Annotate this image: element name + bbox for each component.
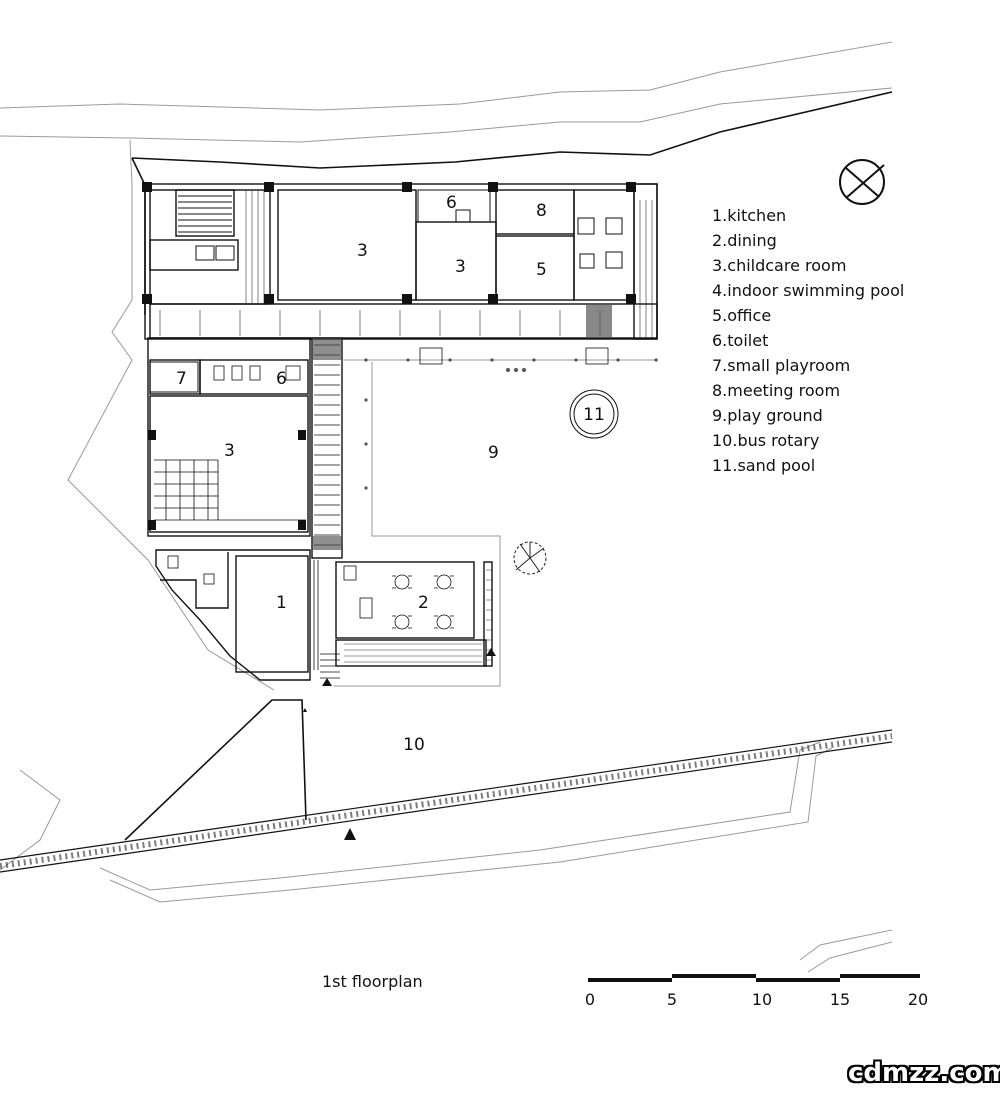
legend-item: 4.indoor swimming pool	[712, 281, 905, 300]
entrance-marker	[322, 678, 332, 686]
scale-tick-label: 10	[751, 990, 773, 1009]
label-dining: 2	[418, 593, 429, 613]
scale-tick-label: 15	[829, 990, 851, 1009]
road-line-2	[109, 747, 833, 903]
terrain-line-top-2	[0, 87, 893, 143]
playground-boundary	[334, 362, 501, 687]
label-childcare-b: 3	[455, 257, 466, 277]
label-toilet-mid: 6	[276, 369, 287, 389]
label-playroom: 7	[176, 369, 187, 389]
legend-item: 7.small playroom	[712, 356, 851, 375]
legend-item: 11.sand pool	[712, 456, 816, 475]
fence-band	[0, 729, 893, 873]
label-kitchen: 1	[276, 593, 287, 613]
scale-tick-label: 20	[907, 990, 929, 1009]
legend-item: 5.office	[712, 306, 772, 325]
scale-tick-label: 5	[666, 990, 678, 1009]
childcare-room-3c	[149, 395, 309, 533]
childcare-room-3a	[277, 189, 417, 301]
legend-item: 9.play ground	[712, 406, 823, 425]
tree-icon	[513, 541, 547, 575]
small-playroom	[149, 359, 201, 395]
legend-item: 6.toilet	[712, 331, 769, 350]
label-toilet-top: 6	[446, 193, 457, 213]
label-meeting: 8	[536, 201, 547, 221]
kitchen-block	[155, 549, 311, 681]
label-childcare-a: 3	[357, 241, 368, 261]
terrain-line-top	[0, 41, 893, 111]
label-sandpool: 11	[583, 405, 605, 425]
terrain-curve-2	[807, 941, 893, 973]
legend-item: 2.dining	[712, 231, 777, 250]
toilet-top	[417, 189, 491, 223]
site-boundary-left	[131, 157, 146, 315]
scale-bar	[588, 974, 920, 982]
dining-room	[335, 561, 475, 639]
north-arrow-icon	[839, 159, 885, 205]
legend-item: 10.bus rotary	[712, 431, 820, 450]
label-childcare-c: 3	[224, 441, 235, 461]
site-left-edge	[67, 139, 275, 691]
legend-item: 8.meeting room	[712, 381, 841, 400]
legend-item: 3.childcare room	[712, 256, 847, 275]
legend-item: 1.kitchen	[712, 206, 787, 225]
kitchen-room	[235, 555, 309, 673]
label-playground: 9	[488, 443, 499, 463]
scale-tick-label: 0	[584, 990, 596, 1009]
label-office: 5	[536, 260, 547, 280]
drawing-title: 1st floorplan	[322, 972, 423, 991]
watermark: cdmzz.com	[848, 1058, 1000, 1088]
terrain-line-bottom	[0, 769, 61, 871]
meeting-room	[495, 189, 575, 235]
label-busrotary: 10	[403, 735, 425, 755]
office-room	[495, 235, 575, 301]
west-wing	[147, 337, 311, 537]
road-line	[99, 741, 821, 891]
stair	[175, 189, 235, 237]
sand-pool	[569, 389, 619, 439]
site-boundary	[131, 91, 893, 169]
toilet-mid	[199, 359, 309, 395]
terrain-curve	[799, 929, 893, 961]
bus-rotary-triangle	[124, 699, 307, 841]
legend: 1.kitchen 2.dining 3.childcare room 4.in…	[712, 203, 904, 478]
